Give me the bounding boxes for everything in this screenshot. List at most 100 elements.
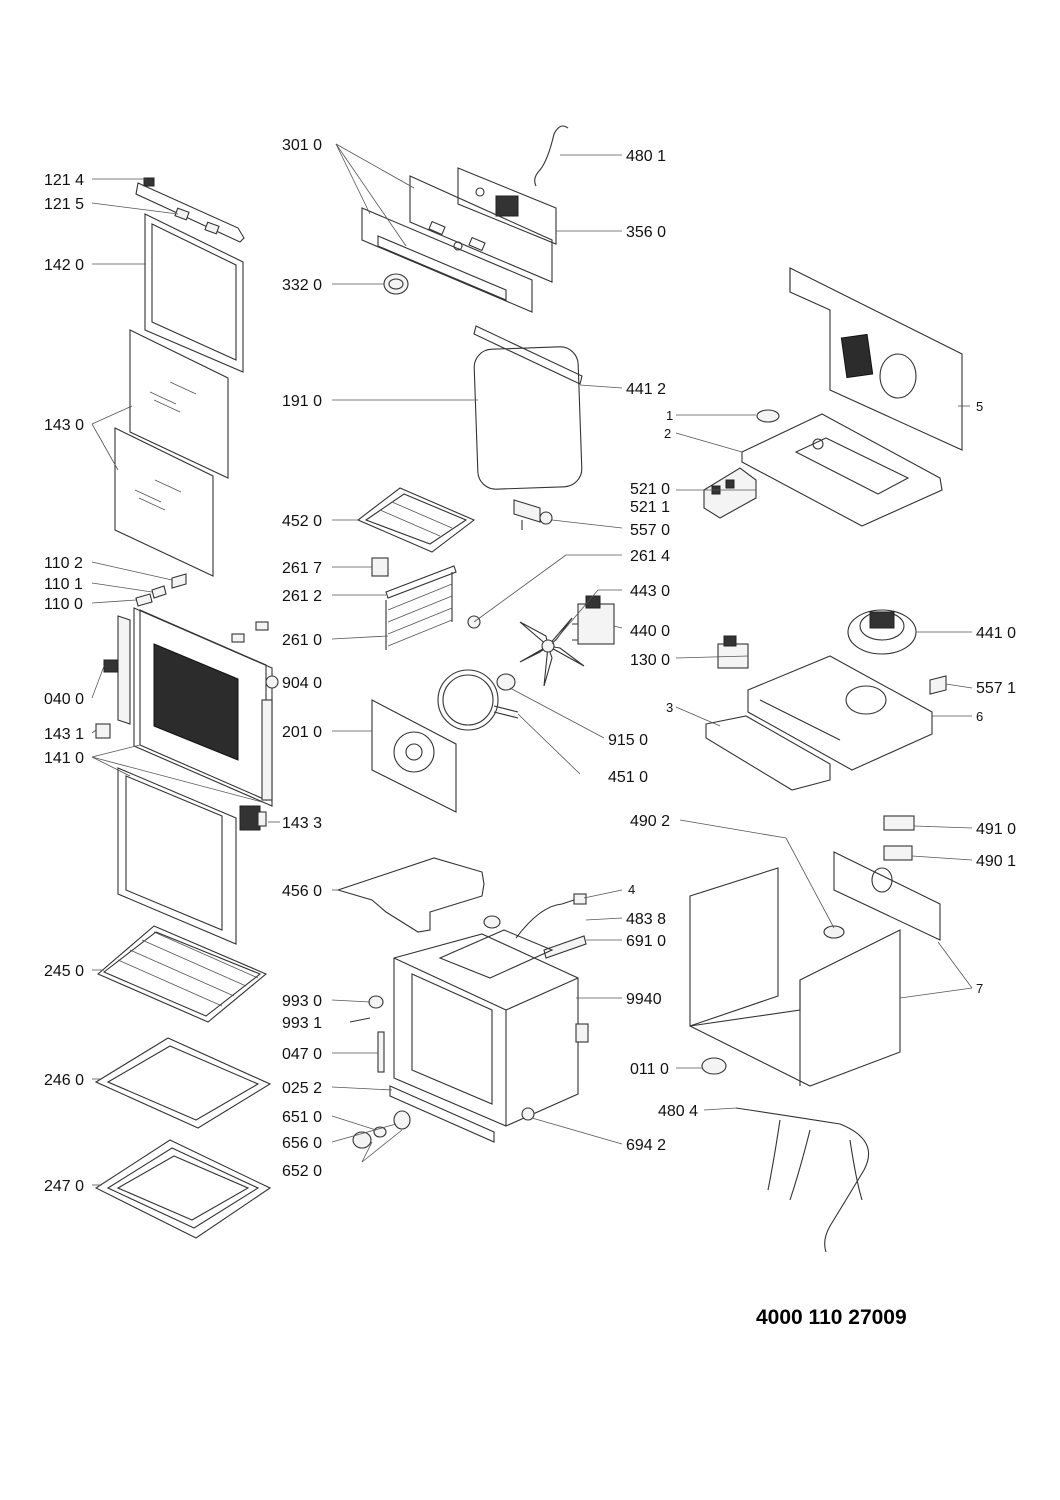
part-691-0	[543, 935, 587, 959]
part-door-small-parts	[135, 573, 187, 607]
callout-110-2: 110 2	[44, 555, 83, 572]
part-993-1	[349, 1017, 371, 1023]
part-door-lock	[239, 805, 267, 831]
part-nut-915-0	[496, 673, 516, 691]
part-oven-gasket	[473, 346, 583, 490]
callout-142-0: 142 0	[44, 257, 84, 274]
part-front-strip	[705, 715, 831, 791]
part-grill-element	[356, 487, 476, 553]
callout-651-0: 651 0	[282, 1109, 322, 1126]
callout-143-3: 143 3	[282, 815, 322, 832]
part-top-heater	[473, 325, 583, 385]
callout-440-0: 440 0	[630, 623, 670, 640]
callout-143-1: 143 1	[44, 726, 84, 743]
callout-301-0: 301 0	[282, 137, 322, 154]
callout-3: 3	[666, 700, 673, 715]
part-control-panel	[361, 175, 553, 313]
part-knob	[383, 273, 409, 295]
callout-9940: 9940	[626, 991, 662, 1008]
callout-691-0: 691 0	[626, 933, 666, 950]
callout-443-0: 443 0	[630, 583, 670, 600]
part-power-cable	[483, 893, 587, 939]
part-557-1	[929, 675, 947, 695]
callout-130-0: 130 0	[630, 652, 670, 669]
part-outer-door	[133, 607, 273, 807]
part-490-1	[883, 845, 913, 861]
part-grommet	[756, 409, 780, 423]
callout-6: 6	[976, 709, 983, 724]
callout-441-0: 441 0	[976, 625, 1016, 642]
callout-247-0: 247 0	[44, 1178, 84, 1195]
part-door-frame	[144, 213, 244, 373]
part-011-0	[701, 1057, 727, 1075]
part-clips	[174, 207, 220, 235]
callout-261-7: 261 7	[282, 560, 322, 577]
callout-261-2: 261 2	[282, 588, 322, 605]
part-oven-cavity	[393, 929, 589, 1127]
callout-904-0: 904 0	[282, 675, 322, 692]
callout-656-0: 656 0	[282, 1135, 322, 1152]
callout-521-0: 521 0	[630, 481, 670, 498]
part-904-0	[265, 675, 279, 689]
part-993-0	[368, 995, 384, 1009]
callout-7: 7	[976, 981, 983, 996]
part-base-plate	[747, 655, 933, 771]
part-side-hinge	[103, 615, 273, 801]
part-bracket-261-7	[371, 557, 389, 577]
callout-993-0: 993 0	[282, 993, 322, 1010]
callout-491-0: 491 0	[976, 821, 1016, 838]
callout-456-0: 456 0	[282, 883, 322, 900]
part-491-0	[883, 815, 915, 831]
part-top-plate	[741, 413, 943, 527]
document-number: 4000 110 27009	[756, 1306, 907, 1329]
callout-141-0: 141 0	[44, 750, 84, 767]
part-deep-tray	[94, 1139, 272, 1239]
callout-332-0: 332 0	[282, 277, 322, 294]
part-ring-element	[437, 669, 519, 731]
part-694-2	[521, 1107, 535, 1121]
callout-2: 2	[664, 426, 671, 441]
part-control-wire	[534, 125, 569, 187]
callout-521-1: 521 1	[630, 499, 670, 516]
part-fan-cover	[371, 699, 457, 813]
part-cooling-fan	[847, 609, 917, 655]
part-hinge-bar	[135, 177, 245, 243]
leader-lines	[91, 143, 973, 1186]
callout-143-0: 143 0	[44, 417, 84, 434]
part-fan-motor	[572, 595, 615, 645]
callout-4: 4	[628, 882, 635, 897]
callout-191-0: 191 0	[282, 393, 322, 410]
callout-047-0: 047 0	[282, 1046, 322, 1063]
callout-480-4: 480 4	[658, 1103, 698, 1120]
part-wire-harness	[735, 1107, 869, 1253]
callout-915-0: 915 0	[608, 732, 648, 749]
callout-110-1: 110 1	[44, 576, 83, 593]
callout-490-2: 490 2	[630, 813, 670, 830]
callout-040-0: 040 0	[44, 691, 84, 708]
callout-261-0: 261 0	[282, 632, 322, 649]
callout-261-4: 261 4	[630, 548, 670, 565]
part-power-board	[703, 467, 757, 519]
part-143-1	[95, 723, 111, 739]
callout-557-1: 557 1	[976, 680, 1016, 697]
callout-356-0: 356 0	[626, 224, 666, 241]
callout-480-1: 480 1	[626, 148, 666, 165]
callout-labels: 121 4 121 5 142 0 143 0 110 2 110 1 110 …	[44, 137, 1016, 1195]
part-047-0	[377, 1031, 385, 1073]
part-wire-rack	[96, 925, 268, 1023]
callout-652-0: 652 0	[282, 1163, 322, 1180]
part-025-2	[389, 1085, 495, 1143]
part-knob-assembly	[352, 1110, 411, 1149]
callout-011-0: 011 0	[630, 1061, 669, 1078]
part-outer-housing	[689, 851, 941, 1087]
callout-993-1: 993 1	[282, 1015, 322, 1032]
part-shallow-tray	[94, 1037, 272, 1129]
callout-483-8: 483 8	[626, 911, 666, 928]
callout-452-0: 452 0	[282, 513, 322, 530]
callout-245-0: 245 0	[44, 963, 84, 980]
callout-246-0: 246 0	[44, 1072, 84, 1089]
callout-694-2: 694 2	[626, 1137, 666, 1154]
part-fan-blade	[519, 617, 585, 687]
callout-441-2: 441 2	[626, 381, 666, 398]
